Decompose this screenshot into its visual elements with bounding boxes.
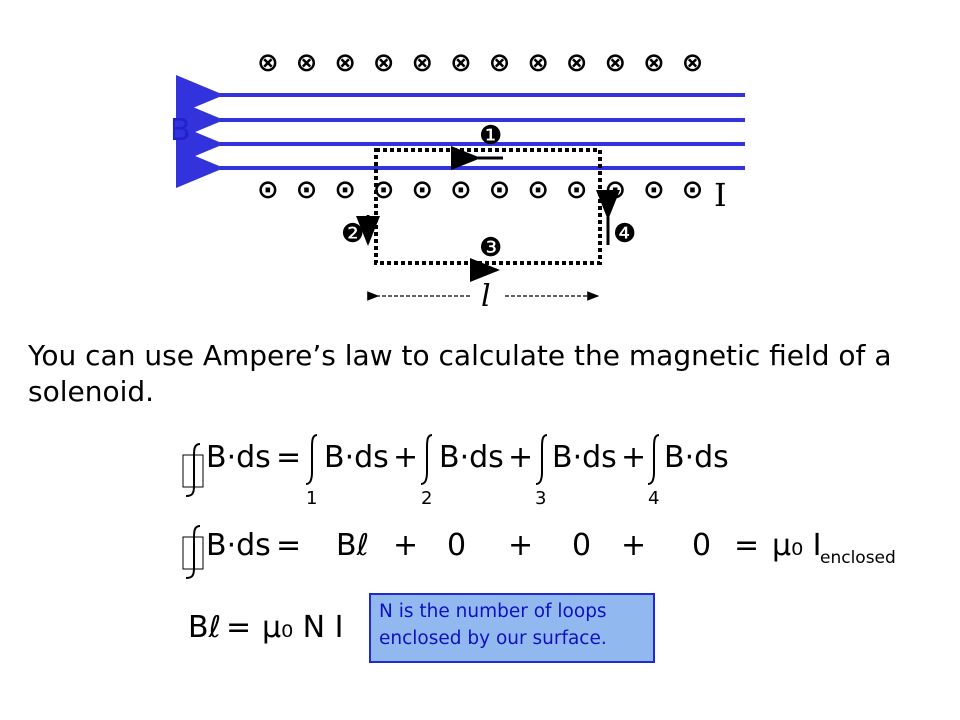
note-box: N is the number of loops enclosed by our… [369,593,655,663]
limit-2: 2 [421,488,433,509]
plus-sign: + [621,440,647,475]
wire-out-of-page-icon: ⊙ [488,175,511,205]
wire-out-of-page-icon: ⊙ [257,175,279,205]
mu0-i-term: μ₀ I [772,528,822,563]
note-line-1: N is the number of loops [379,601,607,622]
wire-out-of-page-icon: ⊙ [372,175,395,205]
plus-sign: + [508,440,534,475]
integral-icon [647,434,660,485]
caption-text: You can use Ampere’s law to calculate th… [28,339,892,409]
path-label-3: ❸ [479,233,503,263]
path-label-4: ❹ [613,219,637,249]
closed-integral-icon [182,443,204,497]
wire-into-page-icon: ⊗ [257,48,279,78]
solenoid-diagram [176,75,745,301]
wire-out-of-page-icon: ⊙ [411,175,434,205]
integral-icon [305,434,318,485]
wire-into-page-icon: ⊗ [372,48,395,78]
lhs-integrand: B·ds [206,528,271,563]
wire-into-page-icon: ⊗ [334,48,356,78]
lhs-integrand: B·ds [206,440,271,475]
wire-out-of-page-icon: ⊙ [681,175,704,205]
wire-out-of-page-icon: ⊙ [450,175,472,205]
wire-into-page-icon: ⊗ [488,48,511,78]
length-label: l [481,279,491,314]
plus-sign: + [508,528,534,563]
limit-4: 4 [648,488,660,509]
field-label: B [170,113,191,148]
wire-out-of-page-icon: ⊙ [295,175,318,205]
plus-sign: + [621,528,647,563]
wire-into-page-icon: ⊗ [681,48,704,78]
equals-sign: = [734,528,760,563]
term-zero: 0 [447,528,467,563]
equals-sign: = [276,528,302,563]
path-label-2: ❷ [341,219,365,249]
integral-icon [420,434,433,485]
integrand-3: B·ds [552,440,617,475]
plus-sign: + [393,528,419,563]
integrand-2: B·ds [439,440,504,475]
integrand-4: B·ds [664,440,729,475]
wire-into-page-icon: ⊗ [565,48,588,78]
wire-out-of-page-icon: ⊙ [527,175,549,205]
term-b-ell: Bℓ [336,528,369,563]
limit-3: 3 [535,488,547,509]
wire-into-page-icon: ⊗ [411,48,434,78]
current-label: I [714,176,727,214]
wire-into-page-icon: ⊗ [295,48,318,78]
wire-into-page-icon: ⊗ [643,48,665,78]
closed-integral-icon [182,525,204,579]
wire-into-page-icon: ⊗ [450,48,472,78]
integral-icon [535,434,548,485]
equals-sign: = [276,440,302,475]
wire-out-of-page-icon: ⊙ [565,175,588,205]
integrand-1: B·ds [324,440,389,475]
wire-out-of-page-icon: ⊙ [334,175,356,205]
wire-into-page-icon: ⊗ [527,48,549,78]
path-label-1: ❶ [479,121,503,151]
enclosed-subscript: enclosed [820,548,896,568]
term-zero: 0 [692,528,712,563]
lhs-b-ell: Bℓ [188,610,221,645]
plus-sign: + [393,440,419,475]
limit-1: 1 [306,488,318,509]
wire-out-of-page-icon: ⊙ [604,175,627,205]
wire-into-page-icon: ⊗ [604,48,627,78]
term-zero: 0 [572,528,592,563]
equals-sign: = [226,610,252,645]
wire-out-of-page-icon: ⊙ [643,175,665,205]
note-line-2: enclosed by our surface. [379,628,607,649]
rhs-mu0-n-i: μ₀ N I [262,610,344,645]
